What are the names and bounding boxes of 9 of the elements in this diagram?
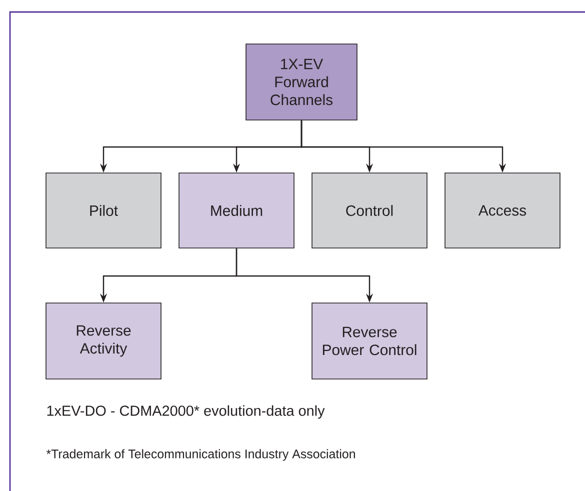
channel-box: Reverse Activity (46, 302, 162, 380)
channel-box: Medium (178, 172, 294, 248)
channel-box: 1X-EV Forward Channels (246, 44, 358, 120)
channel-box: Control (312, 172, 428, 248)
note-text: *Trademark of Telecommunications Industry Association (46, 449, 355, 461)
channel-box: Pilot (46, 172, 162, 248)
channel-box: Reverse Power Control (312, 302, 428, 380)
channel-box: Access (444, 172, 560, 248)
note-text: 1xEV-DO - CDMA2000* evolution-data only (47, 405, 325, 419)
